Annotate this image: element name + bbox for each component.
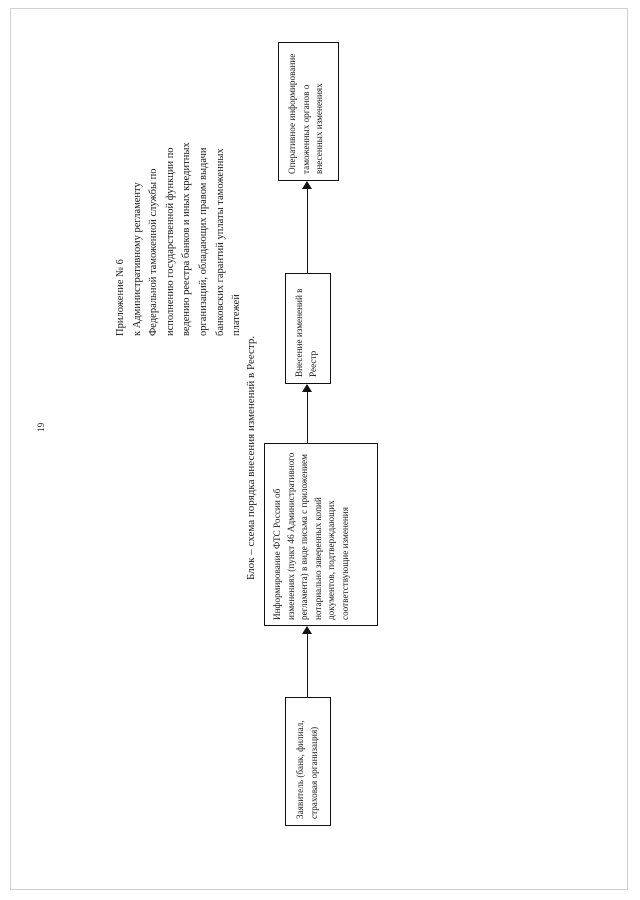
arrow-shaft — [307, 633, 308, 697]
flow-node-notify-label: Оперативное информирование таможенных ор… — [287, 53, 324, 174]
flow-node-notify: Оперативное информирование таможенных ор… — [278, 42, 339, 181]
flow-node-applicant-label: Заявитель (банк, филиал, страховая орган… — [295, 720, 319, 819]
appendix-header-line-3: Федеральной таможенной службы по — [148, 168, 160, 336]
figure-caption: Блок – схема порядка внесения изменений … — [245, 335, 257, 580]
arrow-shaft — [307, 188, 308, 273]
appendix-header-line-2: к Административному регламенту — [131, 182, 143, 336]
flow-node-register: Внесение изменений в Реестр — [285, 273, 331, 384]
flow-node-informing: Информирование ФТС России об изменениях … — [264, 443, 378, 626]
appendix-header-line-6: организаций, обладающих правом выдачи — [197, 147, 209, 336]
flow-node-register-label: Внесение изменений в Реестр — [294, 288, 318, 377]
arrow-shaft — [307, 391, 308, 443]
flow-node-applicant: Заявитель (банк, филиал, страховая орган… — [285, 697, 331, 826]
flow-arrow-informing-to-register — [302, 384, 313, 443]
appendix-header-line-7: банковских гарантий уплаты таможенных — [214, 148, 226, 336]
arrow-head-icon — [302, 626, 312, 634]
appendix-header-line-4: исполнению государственной функции по — [164, 147, 176, 336]
arrow-head-icon — [302, 384, 312, 392]
flow-node-informing-label: Информирование ФТС России об изменениях … — [272, 452, 350, 620]
flow-arrow-register-to-notify — [302, 181, 313, 273]
appendix-header-line-1: Приложение № 6 — [115, 259, 126, 336]
arrow-head-icon — [302, 181, 312, 189]
flow-arrow-applicant-to-informing — [302, 626, 313, 697]
appendix-header: Приложение № 6 к Административному регла… — [113, 36, 246, 336]
page-number: 19 — [36, 422, 46, 432]
appendix-header-line-5: ведению реестра банков и иных кредитных — [181, 142, 193, 336]
appendix-header-line-8: платежей — [231, 294, 243, 336]
